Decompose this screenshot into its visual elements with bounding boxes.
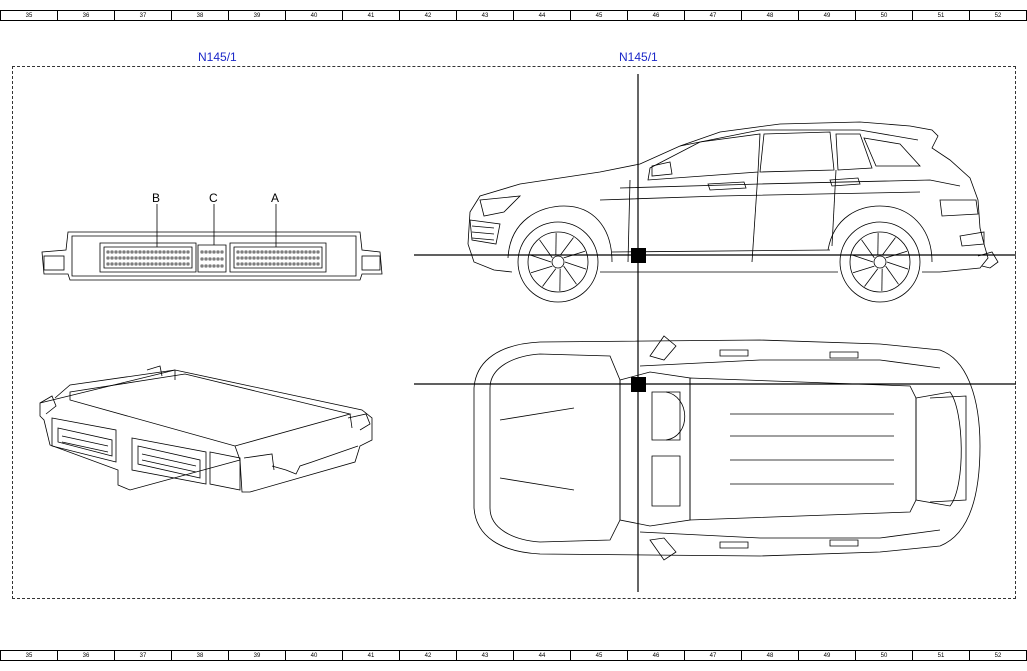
ruler-cell: 50 [856, 650, 913, 661]
ruler-cell: 48 [742, 650, 799, 661]
ruler-cell: 46 [628, 650, 685, 661]
ruler-cell: 43 [457, 10, 514, 21]
ruler-cell: 44 [514, 650, 571, 661]
ruler-cell: 51 [913, 10, 970, 21]
connector-label-a: A [271, 191, 280, 205]
ruler-cell: 45 [571, 10, 628, 21]
connector-label-b: B [152, 191, 161, 205]
ruler-cell: 37 [115, 650, 172, 661]
control-unit-isometric-view [39, 365, 373, 493]
ruler-cell: 48 [742, 10, 799, 21]
vehicle-side-view [467, 121, 999, 303]
vehicle-top-view [473, 335, 981, 561]
connector-label-c: C [209, 191, 218, 205]
ruler-cell: 51 [913, 650, 970, 661]
ruler-cell: 35 [0, 650, 58, 661]
ruler-cell: 41 [343, 10, 400, 21]
location-crosshairs [414, 74, 1016, 592]
ruler-cell: 40 [286, 650, 343, 661]
ruler-cell: 37 [115, 10, 172, 21]
ruler-cell: 46 [628, 10, 685, 21]
ruler-cell: 39 [229, 10, 286, 21]
ruler-cell: 35 [0, 10, 58, 21]
ruler-cell: 38 [172, 650, 229, 661]
ruler-cell: 43 [457, 650, 514, 661]
ruler-cell: 42 [400, 650, 457, 661]
component-label-left: N145/1 [198, 50, 237, 64]
ruler-cell: 50 [856, 10, 913, 21]
ruler-cell: 42 [400, 10, 457, 21]
diagram-frame [12, 66, 1016, 599]
ruler-cell: 39 [229, 650, 286, 661]
ruler-cell: 40 [286, 10, 343, 21]
ruler-cell: 41 [343, 650, 400, 661]
ruler-cell: 45 [571, 650, 628, 661]
control-unit-front-view [41, 204, 383, 281]
ruler-cell: 44 [514, 10, 571, 21]
component-label-right: N145/1 [619, 50, 658, 64]
ruler-cell: 49 [799, 650, 856, 661]
ruler-cell: 47 [685, 650, 742, 661]
ruler-cell: 47 [685, 10, 742, 21]
ruler-cell: 36 [58, 650, 115, 661]
ruler-cell: 36 [58, 10, 115, 21]
ruler-cell: 38 [172, 10, 229, 21]
location-marker-side [631, 248, 646, 263]
location-marker-top [631, 377, 646, 392]
ruler-cell: 49 [799, 10, 856, 21]
